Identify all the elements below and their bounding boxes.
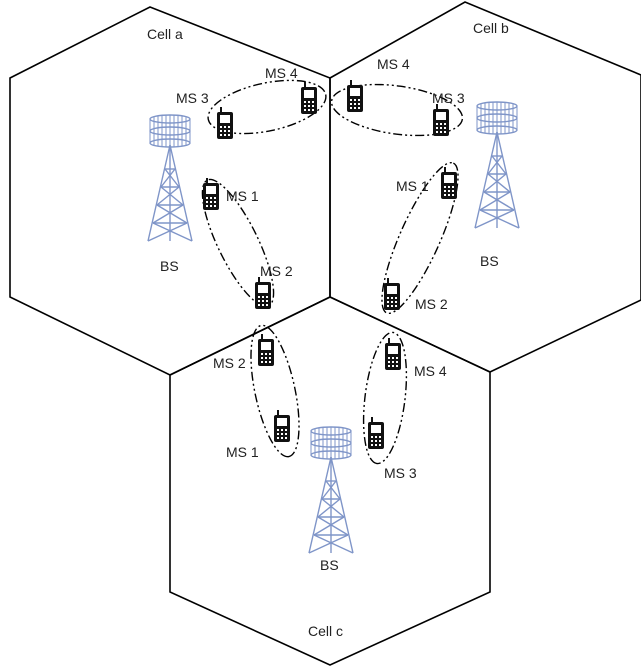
ms4-label-cell-a: MS 4 [265, 65, 298, 81]
ms4-label-cell-b: MS 4 [377, 56, 410, 72]
ms3-label-cell-a: MS 3 [176, 90, 209, 106]
mobile-phone-icon [383, 277, 401, 311]
mobile-phone-icon [257, 333, 275, 367]
cell-tower-icon [147, 114, 193, 242]
cell-tower-icon [308, 426, 354, 554]
cell-a-label: Cell a [147, 26, 183, 42]
cell-tower-icon [474, 101, 520, 229]
bs-label-cell-c: BS [320, 557, 339, 573]
ms2-label-cell-c: MS 2 [213, 355, 246, 371]
cell-c-label: Cell c [308, 623, 343, 639]
mobile-phone-icon [432, 103, 450, 137]
bs-label-cell-a: BS [160, 258, 179, 274]
mobile-phone-icon [367, 416, 385, 450]
ms4-label-cell-c: MS 4 [414, 363, 447, 379]
mobile-phone-icon [202, 177, 220, 211]
ms2-label-cell-b: MS 2 [415, 296, 448, 312]
pair-ellipse-c-ms4-ms3 [362, 331, 408, 465]
pair-ellipse-b-ms4-ms3 [330, 83, 464, 137]
mobile-phone-icon [254, 276, 272, 310]
ms1-label-cell-a: MS 1 [226, 188, 259, 204]
mobile-phone-icon [216, 106, 234, 140]
ms1-label-cell-b: MS 1 [396, 178, 429, 194]
mobile-phone-icon [384, 337, 402, 371]
mobile-phone-icon [300, 81, 318, 115]
pair-ellipse-b-ms1-ms2 [381, 161, 459, 315]
mobile-phone-icon [440, 166, 458, 200]
ms1-label-cell-c: MS 1 [226, 444, 259, 460]
pair-ellipse-a-ms3-ms4 [207, 79, 327, 135]
pair-ellipse-c-ms2-ms1 [250, 324, 300, 458]
ms2-label-cell-a: MS 2 [260, 263, 293, 279]
ms3-label-cell-c: MS 3 [384, 465, 417, 481]
cell-b-label: Cell b [473, 20, 509, 36]
ms3-label-cell-b: MS 3 [432, 90, 465, 106]
cell-c-hexagon [169, 296, 491, 666]
bs-label-cell-b: BS [480, 253, 499, 269]
mobile-phone-icon [273, 409, 291, 443]
